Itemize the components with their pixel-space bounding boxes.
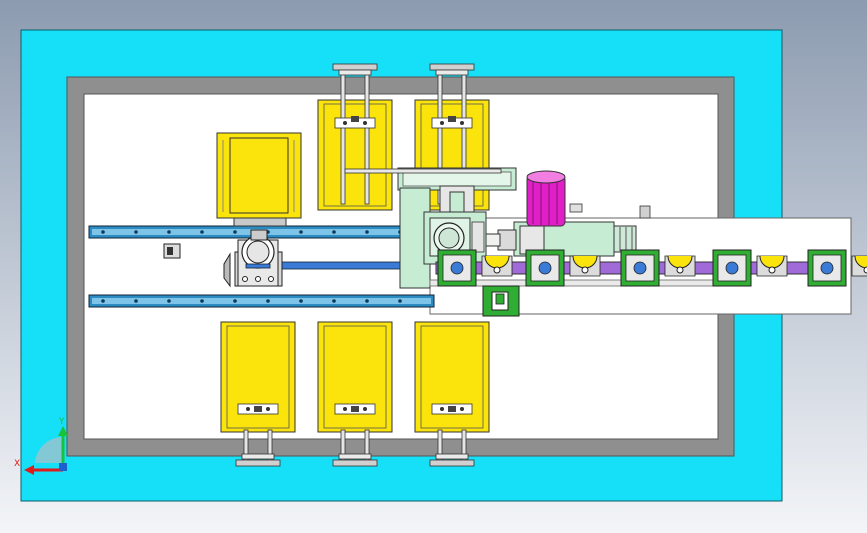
y-axis-arrowhead — [58, 426, 68, 436]
x-axis-arrowhead — [24, 465, 34, 475]
v-block-clamp[interactable] — [569, 255, 601, 277]
v-block-clamp[interactable] — [481, 255, 513, 277]
rail-bolt-hole — [398, 299, 402, 303]
rail-bolt-holes — [101, 230, 402, 303]
coordinate-triad: Y X — [14, 417, 68, 475]
small-bracket — [163, 243, 181, 259]
rail-bolt-hole — [134, 299, 138, 303]
conveyor-fixture[interactable] — [525, 249, 565, 287]
machine-frame[interactable] — [344, 167, 517, 289]
rail-bolt-hole — [365, 299, 369, 303]
cylinder-bottom-2[interactable] — [317, 321, 393, 467]
rail-bolt-hole — [332, 230, 336, 234]
cylinder-bottom-3[interactable] — [414, 321, 490, 467]
rail-bolt-hole — [365, 230, 369, 234]
rail-bolt-hole — [200, 299, 204, 303]
rail-bolt-hole — [299, 230, 303, 234]
motor-block-yellow[interactable] — [216, 132, 302, 227]
magenta-motor[interactable] — [526, 170, 566, 227]
y-axis-label: Y — [58, 417, 65, 427]
rail-bolt-hole — [101, 299, 105, 303]
linear-rail-lower[interactable] — [88, 294, 435, 308]
cylinder-bottom-1[interactable] — [220, 321, 296, 467]
cylinder-top-1[interactable] — [317, 63, 393, 211]
conveyor-fixture[interactable] — [437, 249, 477, 287]
rail-bolt-hole — [101, 230, 105, 234]
hanging-fixture[interactable] — [482, 285, 520, 317]
rail-bolt-hole — [233, 299, 237, 303]
rail-bolt-hole — [200, 230, 204, 234]
triad-quadrant — [35, 436, 63, 463]
bottom-cylinder-group — [220, 321, 490, 467]
rail-bolt-hole — [167, 230, 171, 234]
connecting-rod[interactable] — [275, 261, 422, 270]
rail-bolt-hole — [299, 299, 303, 303]
conveyor-fixture[interactable] — [807, 249, 847, 287]
pillow-block-clamp[interactable] — [223, 229, 283, 288]
v-block-clamp[interactable] — [851, 255, 867, 277]
rail-bolt-hole — [266, 299, 270, 303]
rail-bolt-hole — [332, 299, 336, 303]
x-axis-label: X — [14, 459, 20, 469]
conveyor-fixtures — [437, 249, 867, 287]
conveyor-fixture[interactable] — [712, 249, 752, 287]
rail-bolt-hole — [134, 230, 138, 234]
rail-bolt-hole — [167, 299, 171, 303]
v-block-clamp[interactable] — [664, 255, 696, 277]
z-axis-marker — [59, 463, 67, 471]
v-block-clamp[interactable] — [756, 255, 788, 277]
conveyor-fixture[interactable] — [620, 249, 660, 287]
rail-bolt-hole — [233, 230, 237, 234]
